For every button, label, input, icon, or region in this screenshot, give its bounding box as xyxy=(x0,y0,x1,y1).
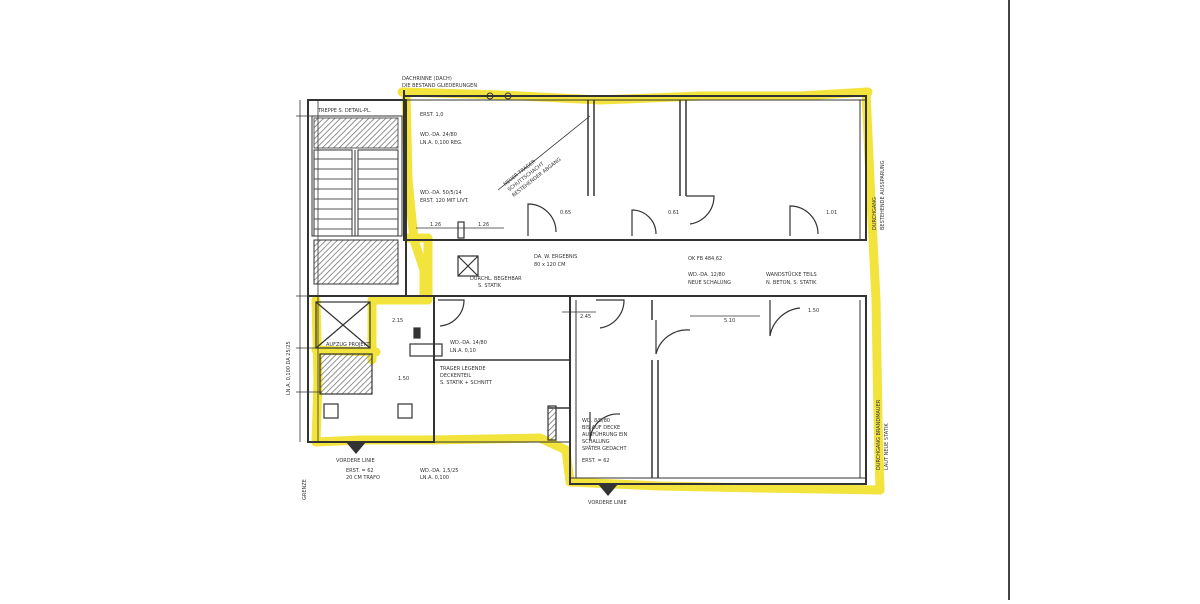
column-a xyxy=(413,327,421,339)
door-9 xyxy=(589,412,621,441)
wd-2: WD.-DA. 50/5/14 xyxy=(420,190,462,196)
dim-1: 1.26 xyxy=(430,222,441,228)
door-2 xyxy=(631,209,657,236)
wd-5b: BIS AUF DECKE xyxy=(582,425,620,431)
wd-4b: LN.A. 0,10 xyxy=(450,348,476,354)
left-vertical-1: LN.A. 0,100 DA 25/25 xyxy=(286,341,292,395)
dim-7: 5.10 xyxy=(724,318,735,324)
wd-1b: LN.A. 0,100 REG. xyxy=(420,140,463,146)
dim-3: 0.65 xyxy=(560,210,571,216)
dim-4: 0.61 xyxy=(668,210,679,216)
beam-note-1: DA. W. ERGEBNIS xyxy=(534,254,577,260)
column-c xyxy=(547,405,557,441)
small-room-b xyxy=(397,403,413,419)
highlight-left-inner xyxy=(401,87,429,305)
stair-bottom-hatch xyxy=(313,239,399,285)
vordere-right: VORDERE LINIE xyxy=(588,500,627,506)
erst-bottom-right: ERST. = 62 xyxy=(582,458,610,464)
doors xyxy=(438,195,819,441)
stairwell xyxy=(311,115,403,285)
section-markers xyxy=(346,92,618,496)
stair-flight-left xyxy=(313,149,353,237)
page-edge-line xyxy=(1008,0,1010,600)
door-6 xyxy=(596,299,625,329)
wall-south-block xyxy=(569,295,867,485)
wd-5c: AUSFÜHRUNG EIN xyxy=(582,431,628,438)
lift-and-shafts xyxy=(315,221,557,441)
top-note-1: DACHRINNE (DACH) xyxy=(402,76,452,82)
corridor-note: OK FB 484,62 xyxy=(688,256,722,262)
stair-note: TREPPE S. DETAIL-PL. xyxy=(317,108,372,114)
door-7 xyxy=(655,320,691,355)
erst-top: ERST. 1,0 xyxy=(420,112,443,118)
left-vertical-2: GRENZE xyxy=(302,479,308,500)
wd-6b: LN.A. 0,100 xyxy=(420,475,449,481)
column-b xyxy=(457,221,465,239)
shaft-note-2: S. STATIK xyxy=(478,283,502,289)
trager-note-1: TRAGER LEGENDE xyxy=(439,366,485,372)
right-vertical-2: BESTEHENDE AUSSPARUNG xyxy=(880,160,886,230)
aufzug-note: AUFZUG PROJEKT xyxy=(326,342,370,348)
door-1 xyxy=(527,203,557,236)
dim-2: 1.26 xyxy=(478,222,489,228)
outer-walls xyxy=(307,90,867,485)
dim-6: 1.50 xyxy=(808,308,819,314)
dim-10: 1.50 xyxy=(398,376,409,382)
arrow-right xyxy=(598,484,618,496)
trager-note-3: S. STATIK + SCHNITT xyxy=(440,380,493,386)
wd-6: WD.-DA. 1,5/25 xyxy=(420,468,458,474)
highlight-core xyxy=(367,233,433,365)
wd-4: WD.-DA. 14/80 xyxy=(450,340,487,346)
dim-8: 2.45 xyxy=(580,314,591,320)
vordere-left: VORDERE LINIE xyxy=(336,458,375,464)
door-5 xyxy=(438,299,465,327)
shaft-note-1: DURCHL. BEGEHBAR xyxy=(470,276,522,282)
wd-1: WD.-DA. 24/80 xyxy=(420,132,457,138)
right-vertical-3: DURCHGANG BRANDMAUER xyxy=(876,399,882,470)
walls-note-2: N. BETON, S. STATIK xyxy=(766,280,817,286)
small-room-a xyxy=(323,403,339,419)
leader-diagonal xyxy=(497,115,591,191)
wd-3: WD.-DA. 12/80 xyxy=(688,272,725,278)
stair-flight-right xyxy=(357,149,399,237)
wd-3b: NEUE SCHALUNG xyxy=(688,280,731,286)
highlight-right xyxy=(861,87,885,495)
highlight-lift xyxy=(311,345,381,357)
right-vertical-1: DURCHGANG xyxy=(872,197,878,230)
trager-note-2: DECKENTEIL xyxy=(440,373,471,379)
door-4 xyxy=(789,205,819,236)
right-vertical-4: LAUT NEUE STATIK xyxy=(884,423,890,470)
wd-2b: ERST. 120 MIT LIVT. xyxy=(420,198,469,204)
dimension-lines xyxy=(296,100,760,442)
interior-walls xyxy=(434,100,687,478)
wd-5: WD. 8/5/80 xyxy=(582,418,610,424)
erst-bottom-left-1: ERST. = 62 xyxy=(346,468,374,474)
door-3 xyxy=(686,195,715,225)
highlight-center-step xyxy=(425,433,575,487)
wd-5e: SPÄTER GEDACHT xyxy=(582,445,628,452)
duct-1 xyxy=(457,255,479,277)
shaft-hatched xyxy=(319,353,373,395)
lift-shaft xyxy=(315,301,371,349)
beam-note-2: 80 x 120 CM xyxy=(534,262,565,268)
arrow-left xyxy=(346,442,366,454)
dim-5: 1.01 xyxy=(826,210,837,216)
top-note-2: DIE BESTAND GLIEDERUNGEN xyxy=(402,83,477,89)
door-8 xyxy=(769,300,801,337)
stair-landing-hatch xyxy=(313,117,399,149)
wall-main-outline xyxy=(403,95,867,241)
duct-2 xyxy=(409,343,443,357)
dim-9: 2.15 xyxy=(392,318,403,324)
walls-note-1: WANDSTÜCKE TEILS xyxy=(766,271,817,278)
wd-5d: SCHALUNG xyxy=(582,439,610,445)
erst-bottom-left-2: 20 CM TRAFO xyxy=(346,475,380,481)
